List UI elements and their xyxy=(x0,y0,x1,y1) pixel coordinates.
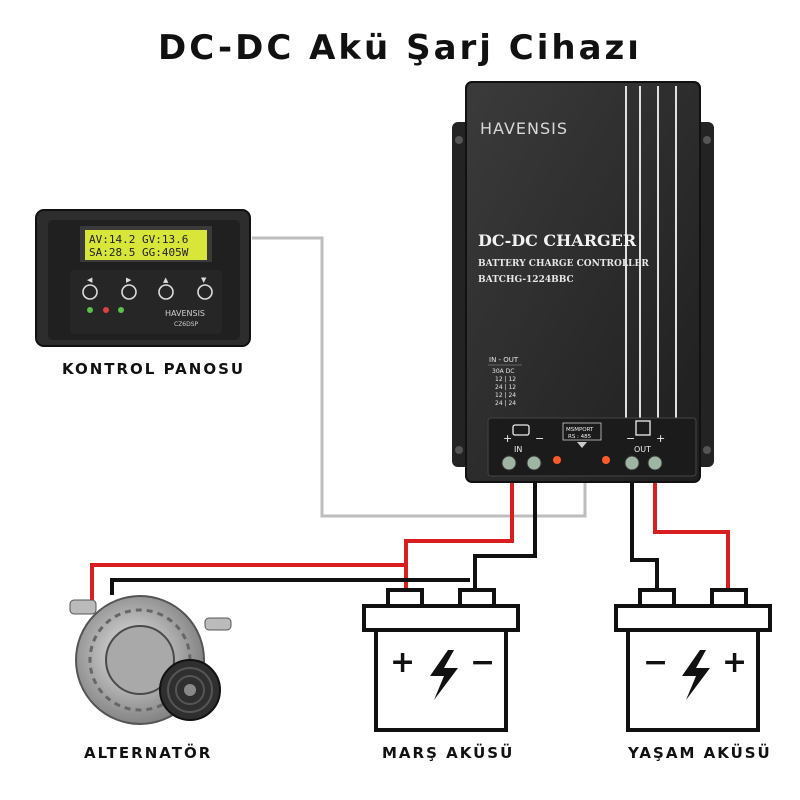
charger-model: BATCHG-1224BBC xyxy=(478,275,574,285)
comm-cable xyxy=(252,236,587,518)
battery-icon xyxy=(635,420,651,436)
out-minus-sign: − xyxy=(626,432,635,445)
in-label: IN xyxy=(514,445,522,454)
in-negative-wire xyxy=(473,483,537,597)
status-led-1 xyxy=(553,456,561,464)
in-positive-terminal xyxy=(501,455,517,471)
out-negative-wire xyxy=(630,483,659,597)
in-negative-terminal xyxy=(526,455,542,471)
spec-header: IN - OUT xyxy=(489,356,519,364)
start-positive-sign: + xyxy=(390,645,415,680)
panel-button-left[interactable] xyxy=(82,284,98,300)
port-arrow-icon xyxy=(577,442,587,448)
spec-row: 12 | 12 xyxy=(495,376,516,383)
out-plus-sign: + xyxy=(656,432,665,445)
out-positive-terminal xyxy=(647,455,663,471)
alternator-caption: ALTERNATÖR xyxy=(84,744,213,762)
panel-button-down[interactable] xyxy=(197,284,213,300)
out-label: OUT xyxy=(634,445,651,454)
panel-button-up[interactable] xyxy=(158,284,174,300)
lcd-screen xyxy=(85,230,207,260)
control-panel: AV:14.2 GV:13.6 SA:28.5 GG:405W ◀ ▶ ▲ ▼ … xyxy=(35,209,251,347)
panel-model: CZ6DSP xyxy=(174,321,199,328)
start-battery-caption: MARŞ AKÜSÜ xyxy=(382,744,515,762)
lightning-icon xyxy=(430,650,458,700)
led-red-icon xyxy=(103,307,109,313)
in-plus-sign: + xyxy=(503,432,512,445)
start-negative-sign: − xyxy=(470,645,495,680)
spec-row: 24 | 24 xyxy=(495,400,516,407)
spec-row: 30A DC xyxy=(492,368,514,375)
lightning-icon xyxy=(682,650,710,700)
charger-subtitle: BATTERY CHARGE CONTROLLER xyxy=(478,259,649,269)
in-minus-sign: − xyxy=(535,432,544,445)
house-battery-caption: YAŞAM AKÜSÜ xyxy=(628,744,772,762)
panel-button-right[interactable] xyxy=(121,284,137,300)
lcd-line-2: SA:28.5 GG:405W xyxy=(89,246,189,259)
status-led-2 xyxy=(602,456,610,464)
charger-title: DC-DC CHARGER xyxy=(478,231,637,250)
alternator xyxy=(69,595,232,725)
panel-brand: HAVENSIS xyxy=(165,309,205,318)
out-negative-terminal xyxy=(624,455,640,471)
engine-icon xyxy=(512,424,530,436)
spec-row: 24 | 12 xyxy=(495,384,516,391)
charger-brand: HAVENSIS xyxy=(480,119,568,138)
port-label-2: RS : 485 xyxy=(568,434,592,440)
spec-row: 12 | 24 xyxy=(495,392,516,399)
start-battery: + − xyxy=(362,588,520,732)
down-arrow-icon: ▼ xyxy=(201,276,207,284)
led-green-icon xyxy=(87,307,93,313)
house-positive-sign: + xyxy=(722,645,747,680)
house-battery: − + xyxy=(614,588,772,732)
house-negative-sign: − xyxy=(643,645,668,680)
port-label-1: MSMPORT xyxy=(566,427,594,433)
in-positive-wire xyxy=(404,483,514,597)
left-arrow-icon: ◀ xyxy=(87,276,93,284)
right-arrow-icon: ▶ xyxy=(126,276,132,284)
page-title: DC-DC Akü Şarj Cihazı xyxy=(158,28,642,68)
lcd-line-1: AV:14.2 GV:13.6 xyxy=(89,233,188,246)
out-positive-wire xyxy=(653,483,730,597)
control-panel-caption: KONTROL PANOSU xyxy=(62,360,246,378)
led-green-icon xyxy=(118,307,124,313)
alternator-negative-wire xyxy=(110,578,470,595)
up-arrow-icon: ▲ xyxy=(163,276,169,284)
dc-dc-charger: HAVENSIS DC-DC CHARGER BATTERY CHARGE CO… xyxy=(452,81,714,483)
alternator-positive-wire xyxy=(90,563,404,610)
